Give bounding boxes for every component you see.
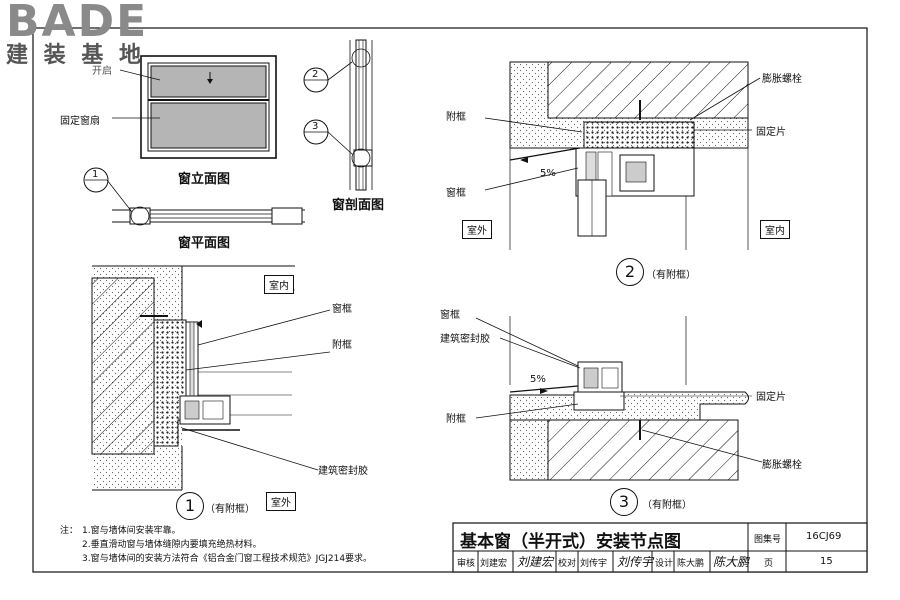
detail2-outdoor-label: 室外 (462, 220, 492, 239)
title-block-page-no: 15 (820, 556, 833, 567)
detail1-note: （有附框） (205, 504, 255, 515)
title-block-design-label: 设计 (655, 559, 674, 569)
section-marker-2: 2 (312, 69, 319, 80)
detail3-number: 3 (610, 488, 638, 516)
detail1-frame-label: 窗框 (332, 304, 352, 315)
window-plan (83, 167, 305, 226)
title-block-review-name: 刘建宏 (480, 559, 508, 569)
detail2-frame-label: 窗框 (446, 188, 466, 199)
detail3-slope: 5% (530, 374, 546, 385)
detail2-slope: 5% (540, 168, 556, 179)
detail3-frame-label: 窗框 (440, 310, 460, 321)
title-block-review-label: 审核 (457, 559, 476, 569)
elevation-open-label: 开启 (92, 66, 112, 77)
detail2-note: （有附框） (646, 270, 696, 281)
detail1-indoor-label: 室内 (264, 275, 294, 294)
detail3-fixing-label: 固定片 (756, 392, 786, 403)
brand-subtitle: 建 装 基 地 (6, 43, 145, 68)
title-block-title: 基本窗（半开式）安装节点图 (460, 532, 681, 552)
title-block-atlas-no: 16CJ69 (806, 531, 842, 542)
notes-item-2: 2.垂直滑动窗与墙体缝隙内要填充绝热材料。 (82, 540, 262, 550)
title-block-page-label: 页 (764, 559, 774, 569)
plan-caption: 窗平面图 (178, 236, 231, 251)
window-section (303, 39, 373, 191)
title-block-check-label: 校对 (558, 559, 577, 569)
notes-item-1: 1.窗与墙体间安装牢靠。 (82, 526, 181, 536)
plan-marker-number: 1 (92, 169, 99, 180)
title-block-design-signature: 陈大鹏 (713, 555, 750, 569)
detail2-subframe-label: 附框 (446, 112, 466, 123)
notes-item-3: 3.窗与墙体间的安装方法符合《铝合金门窗工程技术规范》JGJ214要求。 (82, 554, 373, 564)
section-marker-3: 3 (312, 121, 319, 132)
detail2-bolt-label: 膨胀螺栓 (762, 74, 802, 85)
title-block-check-signature: 刘传宇 (617, 555, 654, 569)
detail3-bolt-label: 膨胀螺栓 (762, 460, 802, 471)
section-caption: 窗剖面图 (332, 198, 385, 213)
title-block-design-name: 陈大鹏 (677, 559, 705, 569)
title-block-review-signature: 刘建宏 (517, 555, 554, 569)
title-block-check-name: 刘传宇 (580, 559, 608, 569)
detail-1-drawing (91, 265, 331, 499)
detail1-number: 1 (176, 492, 204, 520)
sheet-border (32, 27, 868, 573)
elevation-fixed-label: 固定窗扇 (60, 116, 100, 127)
elevation-caption: 窗立面图 (178, 172, 231, 187)
notes-prefix: 注： (60, 526, 79, 536)
detail2-fixing-label: 固定片 (756, 127, 786, 138)
detail3-sealant-label: 建筑密封胶 (440, 334, 490, 345)
detail3-note: （有附框） (642, 500, 692, 511)
detail3-subframe-label: 附框 (446, 414, 466, 425)
detail1-outdoor-label: 室外 (266, 492, 296, 511)
title-block-atlas-label: 图集号 (754, 535, 782, 545)
detail-3-drawing (475, 316, 763, 481)
detail1-sealant-label: 建筑密封胶 (318, 466, 368, 477)
detail2-indoor-label: 室内 (760, 220, 790, 239)
detail2-number: 2 (616, 258, 644, 286)
detail1-subframe-label: 附框 (332, 340, 352, 351)
brand-name: BADE (6, 0, 149, 47)
detail-2-drawing (484, 61, 761, 250)
window-elevation (112, 55, 277, 159)
brand-logo: BADE 建 装 基 地 (6, 0, 148, 68)
title-block-lines (452, 522, 868, 573)
